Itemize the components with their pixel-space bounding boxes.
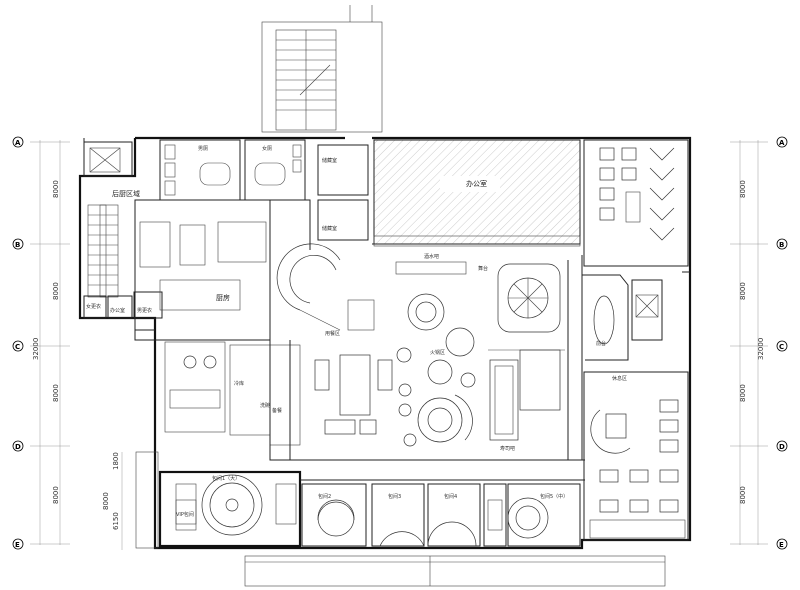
label-private-3: 包间3 (388, 493, 401, 500)
vip-area: VIP包间 (135, 451, 197, 549)
label-office-small: 办公室 (110, 307, 125, 314)
label-hot-pot: 火锅区 (430, 349, 445, 356)
label-sushi: 寿司吧 (500, 445, 515, 452)
dim-right-1: 8000 (739, 180, 747, 198)
axis-left-b: B (15, 241, 20, 249)
interior-walls (135, 199, 585, 481)
dim-small-3: 6150 (112, 512, 120, 530)
axis-left-d: D (15, 443, 21, 451)
label-dining-hall: 用餐区 (325, 330, 340, 337)
label-kitchen: 厨房 (216, 293, 230, 302)
bottom-left-small-dims: 1800 8000 6150 (102, 452, 123, 550)
left-dimension-chain: 8000 8000 32000 8000 8000 (30, 140, 70, 545)
label-private-big: 包间1（大） (212, 475, 240, 482)
back-kitchen-zone: 后厨区域 女更衣 办公室 男更衣 (83, 141, 163, 319)
axis-right-c: C (779, 343, 784, 351)
office-room: 办公室 (373, 139, 581, 247)
dim-small-2: 8000 (102, 492, 110, 510)
dim-left-4: 8000 (52, 486, 60, 504)
dim-right-3: 8000 (739, 384, 747, 402)
label-stage: 舞台 (478, 265, 488, 272)
top-stair-tower (261, 5, 383, 133)
axis-left-c: C (15, 343, 20, 351)
dim-right-4: 8000 (739, 486, 747, 504)
label-wash: 洗碗 (260, 402, 270, 409)
label-vip: VIP包间 (176, 511, 194, 518)
label-female-wc: 女厕 (262, 145, 272, 152)
axis-right-d: D (779, 443, 785, 451)
dim-left-1: 8000 (52, 180, 60, 198)
label-back-kitchen: 后厨区域 (112, 189, 140, 198)
label-storage-2: 储藏室 (322, 225, 337, 232)
label-private-5: 包间5（中） (540, 493, 568, 500)
main-dining: 用餐区 火锅区 (276, 243, 476, 447)
axis-right-e: E (779, 541, 784, 549)
axis-right-b: B (779, 241, 784, 249)
axis-right-a: A (779, 139, 785, 147)
kitchen-zone: 厨房 冷库 洗碗 备餐 (134, 199, 301, 446)
dim-right-total: 32000 (757, 338, 765, 360)
right-zone: 前台 休息区 (582, 139, 689, 541)
dim-right-2: 8000 (739, 282, 747, 300)
label-cold-room: 冷库 (234, 380, 244, 387)
bottom-facade (244, 555, 666, 587)
label-prep: 备餐 (272, 407, 282, 414)
right-axis-markers: A B C D E (776, 136, 788, 550)
axis-left-a: A (15, 139, 21, 147)
label-male-wc: 男厕 (198, 146, 208, 152)
label-storage-1: 储藏室 (322, 157, 337, 164)
right-dimension-chain: 8000 8000 32000 8000 8000 (730, 140, 768, 545)
private-rooms: 包间1（大） 包间2 包间3 包间4 包间5（中） (158, 470, 581, 548)
axis-left-e: E (15, 541, 20, 549)
left-axis-markers: A B C D E (12, 136, 24, 550)
label-private-2: 包间2 (318, 493, 331, 500)
dim-left-3: 8000 (52, 384, 60, 402)
dim-left-2: 8000 (52, 282, 60, 300)
label-lounge: 休息区 (612, 375, 627, 382)
label-office: 办公室 (466, 179, 487, 188)
restrooms: 男厕 女厕 (159, 139, 306, 201)
label-locker-f: 女更衣 (86, 303, 101, 310)
dim-small-1: 1800 (112, 452, 120, 470)
label-private-4: 包间4 (444, 493, 457, 500)
dim-left-total: 32000 (32, 338, 40, 360)
sushi-bar-zone: 寿司吧 舞台 (478, 263, 565, 452)
storage-rooms: 储藏室 储藏室 (317, 144, 369, 241)
label-wine-bar: 酒水吧 (424, 253, 439, 260)
label-locker-m: 男更衣 (137, 307, 152, 314)
label-reception: 前台 (596, 340, 606, 347)
